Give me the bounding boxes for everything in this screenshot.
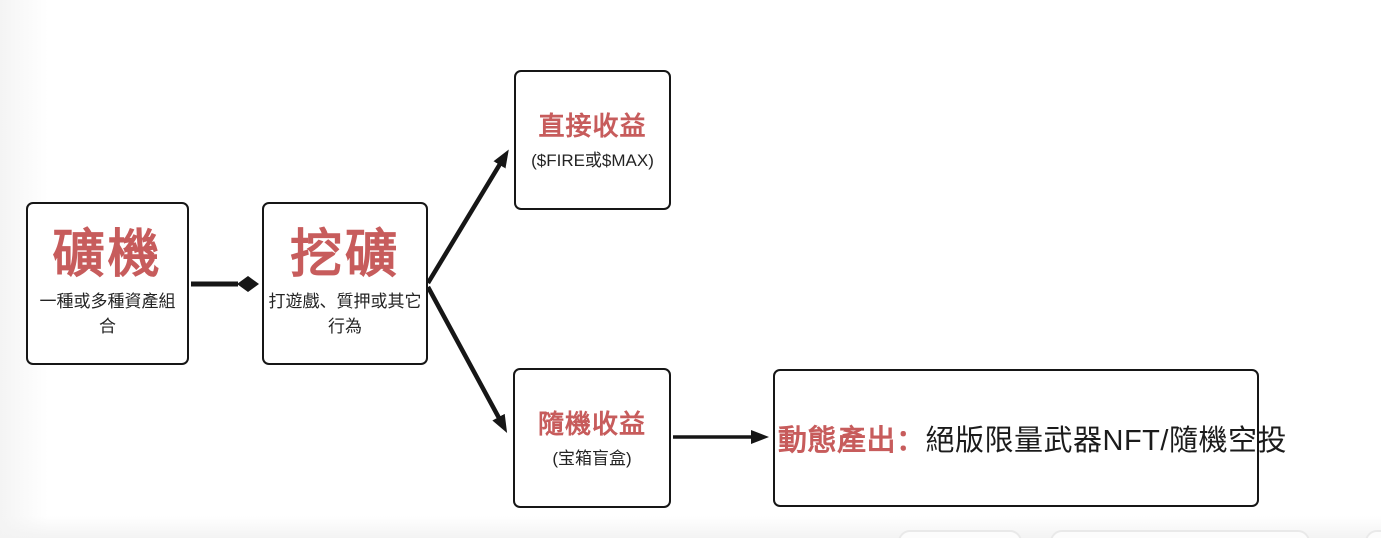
node-direct-reward: 直接收益 ($FIRE或$MAX) — [514, 70, 671, 210]
node-mining-subtitle: 打遊戲、質押或其它行為 — [268, 292, 422, 336]
edge-mining-to-random-arrow — [426, 285, 508, 433]
node-miner: 礦機 一種或多種資產組合 — [26, 202, 189, 365]
node-mining-title: 挖礦 — [289, 225, 400, 284]
node-dynamic-output-value: 絕版限量武器NFT/隨機空投 — [925, 425, 1287, 457]
node-direct-reward-title: 直接收益 — [538, 111, 647, 142]
node-miner-title: 礦機 — [52, 225, 163, 284]
edge-mining-to-direct-arrow — [426, 149, 509, 285]
node-mining: 挖礦 打遊戲、質押或其它行為 — [262, 202, 428, 365]
node-miner-subtitle: 一種或多種資產組合 — [39, 292, 176, 336]
node-random-reward-subtitle: (宝箱盲盒) — [552, 449, 632, 469]
partial-card-2[interactable] — [1050, 530, 1310, 538]
partial-card-1[interactable] — [898, 530, 1022, 538]
node-dynamic-output-label: 動態產出： — [778, 425, 926, 457]
node-random-reward: 隨機收益 (宝箱盲盒) — [513, 368, 671, 508]
node-random-reward-title: 隨機收益 — [537, 409, 646, 440]
node-dynamic-output: 動態產出： 絕版限量武器NFT/隨機空投 — [773, 369, 1286, 507]
node-direct-reward-subtitle: ($FIRE或$MAX) — [531, 151, 654, 171]
